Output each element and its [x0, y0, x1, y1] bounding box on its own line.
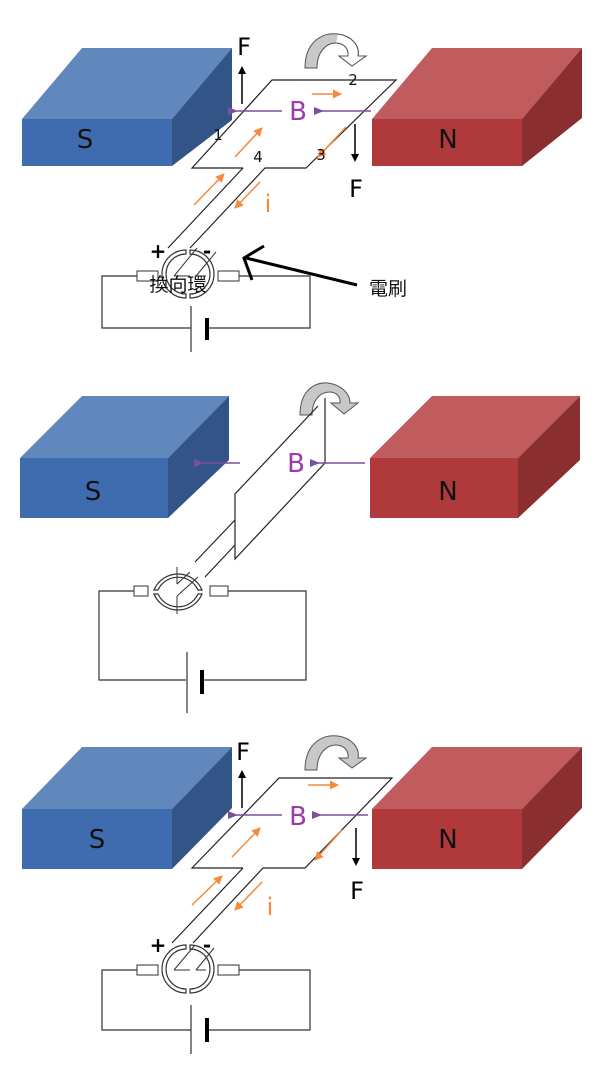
field-label-b: B — [287, 449, 305, 479]
minus-sign: - — [203, 239, 211, 263]
north-label: N — [438, 477, 457, 507]
force-label-top: F — [236, 738, 250, 766]
south-magnet-top — [20, 396, 229, 458]
south-magnet-top — [22, 747, 232, 809]
north-label: N — [438, 125, 457, 155]
panel-1: S N B F F i 1 — [22, 33, 582, 352]
south-magnet: S — [22, 747, 232, 869]
north-magnet-front — [370, 458, 518, 518]
circuit-wire — [98, 590, 307, 681]
rotation-arrow-icon — [299, 382, 360, 416]
north-magnet-top — [370, 396, 580, 458]
side-number-4: 4 — [253, 148, 263, 166]
current-label-i: i — [267, 893, 274, 921]
field-label-b: B — [289, 97, 307, 127]
north-label: N — [438, 825, 457, 855]
north-magnet-side — [522, 747, 582, 869]
coil-loop — [171, 777, 394, 944]
panel-2: S N B — [20, 382, 580, 713]
south-label: S — [85, 477, 102, 507]
south-label: S — [77, 125, 94, 155]
side-number-3: 3 — [316, 146, 326, 164]
brush-right — [217, 964, 240, 976]
minus-sign: - — [203, 933, 211, 957]
circuit-wire — [101, 969, 311, 1031]
current-label-i: i — [265, 190, 272, 218]
south-label: S — [89, 825, 106, 855]
south-magnet-side — [168, 396, 229, 518]
north-magnet: N — [372, 747, 582, 869]
north-magnet-top — [372, 747, 582, 809]
rotation-arrow-icon — [304, 735, 368, 771]
north-magnet-side — [522, 48, 582, 166]
panel-3: S N B F F i — [22, 735, 582, 1054]
south-magnet-front — [22, 119, 172, 166]
brush-right — [217, 270, 240, 282]
north-magnet: N — [370, 396, 580, 518]
north-magnet-top — [372, 48, 582, 119]
force-label-bottom: F — [349, 175, 363, 203]
commutator — [161, 247, 217, 299]
side-number-2: 2 — [348, 71, 358, 89]
field-label-b: B — [289, 802, 307, 832]
commutator — [161, 944, 215, 994]
brush-pointer-head — [242, 244, 265, 281]
brush-left — [133, 585, 149, 597]
current-arrow-out — [234, 881, 263, 911]
south-magnet-side — [172, 747, 232, 869]
north-magnet-front — [372, 119, 522, 166]
south-magnet: S — [20, 396, 229, 518]
current-arrow-in — [193, 173, 225, 206]
current-arrow-side1 — [231, 827, 261, 858]
brush-left — [136, 964, 159, 976]
coil-loop — [167, 79, 398, 249]
side-number-1: 1 — [213, 126, 223, 144]
south-magnet-top — [22, 48, 232, 119]
circuit-wire — [101, 275, 311, 329]
brush-right — [209, 585, 229, 597]
current-arrow-in — [191, 875, 223, 906]
north-magnet-side — [518, 396, 580, 518]
south-magnet-front — [22, 809, 172, 869]
south-magnet-side — [172, 48, 232, 166]
plus-sign: + — [150, 239, 167, 263]
current-arrow-out — [234, 181, 261, 209]
plus-sign: + — [150, 933, 167, 957]
south-magnet: S — [22, 48, 232, 166]
coil-loop — [194, 398, 326, 578]
north-magnet-front — [372, 809, 522, 869]
brush-pointer-arrow — [245, 256, 358, 287]
current-arrow-side3 — [314, 829, 343, 861]
current-arrow-side3 — [317, 126, 347, 158]
force-label-top: F — [237, 33, 251, 61]
current-arrow-side1 — [234, 127, 263, 158]
brush-label: 電刷 — [369, 278, 407, 300]
force-label-bottom: F — [350, 877, 364, 905]
commutator — [153, 567, 203, 614]
north-magnet: N — [372, 48, 582, 166]
commutator-label: 換向環 — [149, 274, 206, 296]
south-magnet-front — [20, 458, 168, 518]
rotation-arrow-icon — [304, 33, 368, 69]
